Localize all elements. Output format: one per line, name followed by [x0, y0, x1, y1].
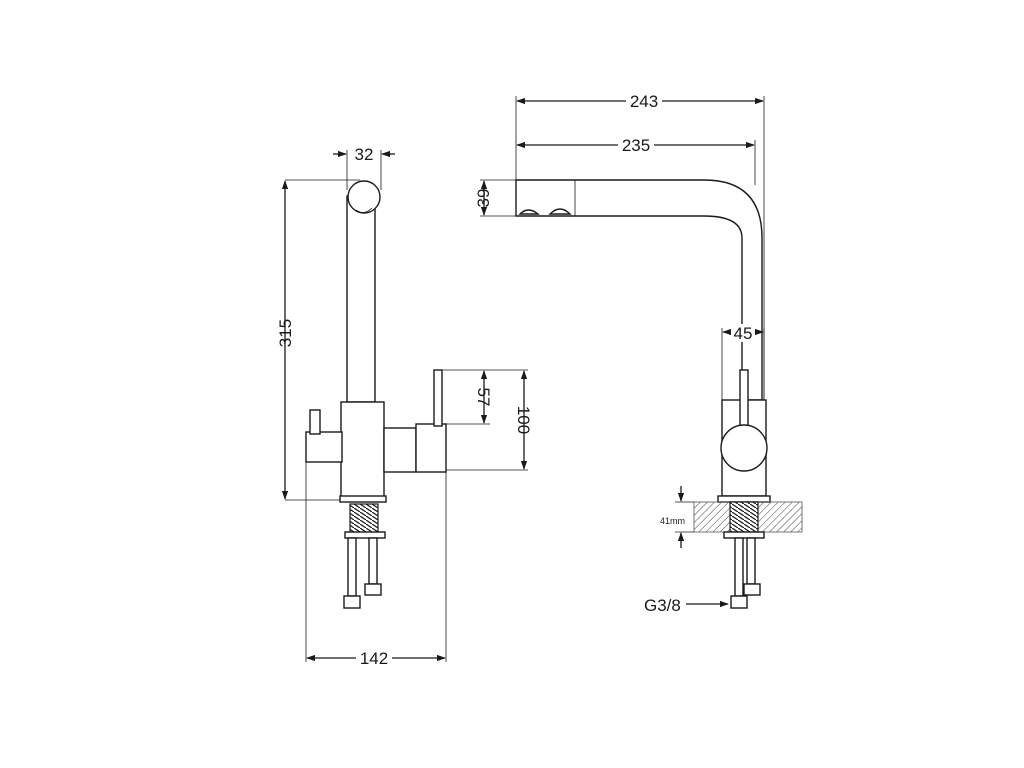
side-hose-fitting-right	[364, 583, 382, 596]
side-spout-outlet	[355, 207, 373, 213]
dim-label-243: 243	[630, 92, 658, 111]
side-hose-right	[368, 537, 378, 585]
side-nut	[344, 531, 386, 539]
front-nut	[723, 531, 765, 539]
side-threaded-rod	[349, 503, 379, 535]
dim-label-39: 39	[474, 189, 493, 208]
side-view: 32 315 57 100 142	[276, 145, 533, 668]
dim-label-100: 100	[514, 406, 533, 434]
front-lever	[739, 369, 749, 427]
dim-label-41mm: 41mm	[660, 516, 685, 526]
side-spout-head	[347, 180, 381, 214]
side-valve-knob	[309, 409, 321, 435]
side-lever	[433, 369, 443, 427]
dim-label-235: 235	[622, 136, 650, 155]
front-hose-left	[734, 537, 744, 597]
front-view: 243 235 39 45 41mm G3/8	[474, 92, 803, 615]
thread-label: G3/8	[644, 596, 681, 615]
dim-label-57: 57	[474, 388, 493, 407]
front-handle-disc	[720, 424, 768, 472]
side-connector	[383, 427, 417, 473]
dim-label-45: 45	[734, 324, 753, 343]
side-handle-cartridge	[415, 423, 447, 473]
dim-label-142: 142	[360, 649, 388, 668]
side-hose-fitting-left	[343, 595, 361, 609]
dim-label-32: 32	[355, 145, 374, 164]
front-aerator-right	[548, 208, 572, 215]
front-base-plate	[717, 495, 771, 503]
side-spout-tube	[346, 195, 376, 403]
side-hose-left	[347, 537, 357, 597]
side-body	[340, 401, 385, 499]
dim-label-315: 315	[276, 319, 295, 347]
front-spout	[515, 179, 763, 401]
side-valve-left	[305, 431, 343, 463]
front-hose-fitting-left	[730, 595, 748, 609]
front-hose-fitting-right	[743, 583, 761, 596]
front-hose-right	[746, 537, 756, 585]
front-aerator-left	[518, 209, 540, 215]
side-base-plate	[339, 495, 387, 503]
